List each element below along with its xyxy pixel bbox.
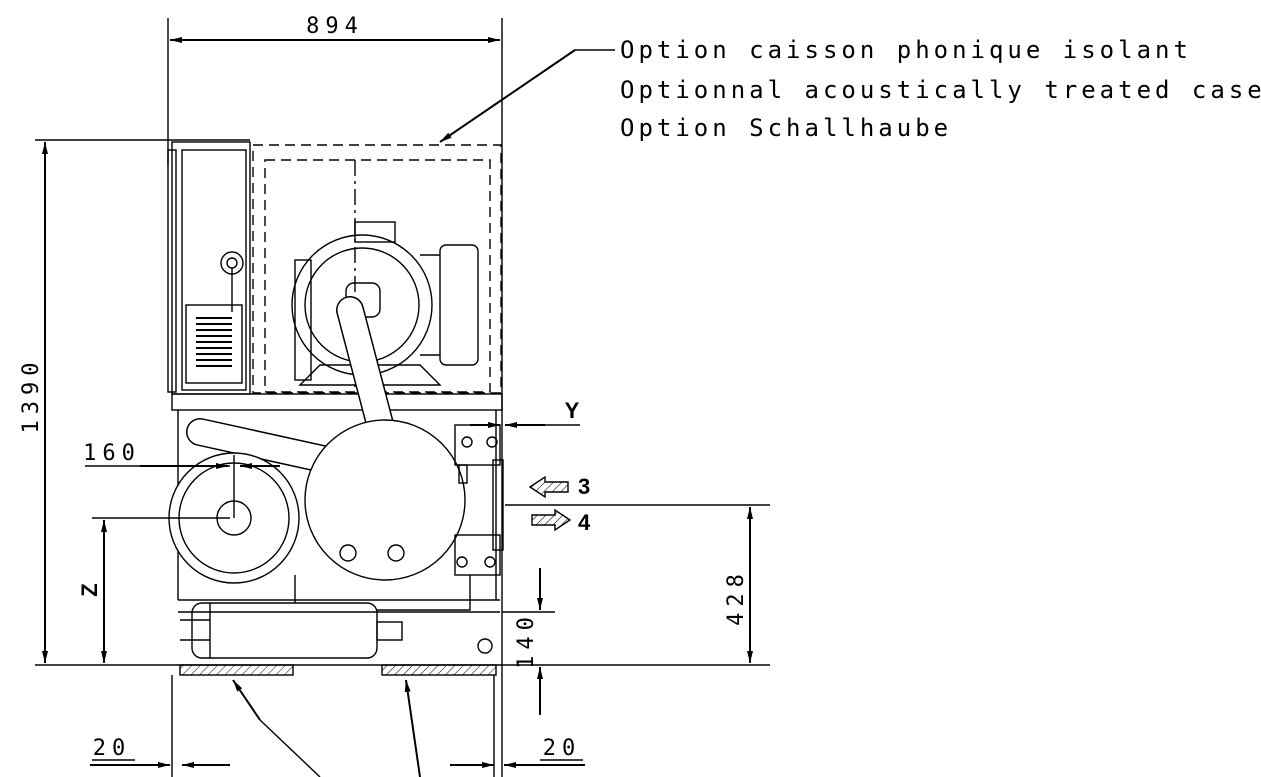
base-height-dimension [502,568,555,715]
foundation-pads [171,664,497,777]
receiver-tank [178,599,500,659]
motor [291,221,479,386]
case-note-leader [439,49,615,143]
width-value: 894 [306,14,364,39]
z-dimension [92,517,230,663]
outlet-arrow-icon [531,508,572,532]
compressor [294,419,471,611]
right-fittings [454,424,504,576]
outlet-height-value: 428 [724,568,749,626]
label-outlet: 4 [578,510,591,535]
acoustic-case-outline [252,144,502,394]
label-z: Z [77,583,102,596]
width-dimension [167,18,503,777]
base-height-value: 140 [514,611,539,669]
label-inlet: 3 [578,474,590,499]
case-note-line-3: Option Schallhaube [620,114,952,142]
base-plate [171,393,503,600]
case-note-line-1: Option caisson phonique isolant [620,36,1192,64]
height-value: 1390 [19,357,44,434]
left-margin-value: 20 [93,736,132,761]
control-cabinet [167,141,251,395]
height-dimension [35,139,770,666]
pulley-offset-value: 160 [83,441,141,466]
inlet-arrow-icon [528,475,569,499]
case-note-line-2: Optionnal acoustically treated case [620,76,1261,104]
label-y: Y [565,398,580,423]
right-margin-value: 20 [543,736,582,761]
outlet-height-dimension [505,504,770,663]
margin-dimensions [90,675,585,777]
